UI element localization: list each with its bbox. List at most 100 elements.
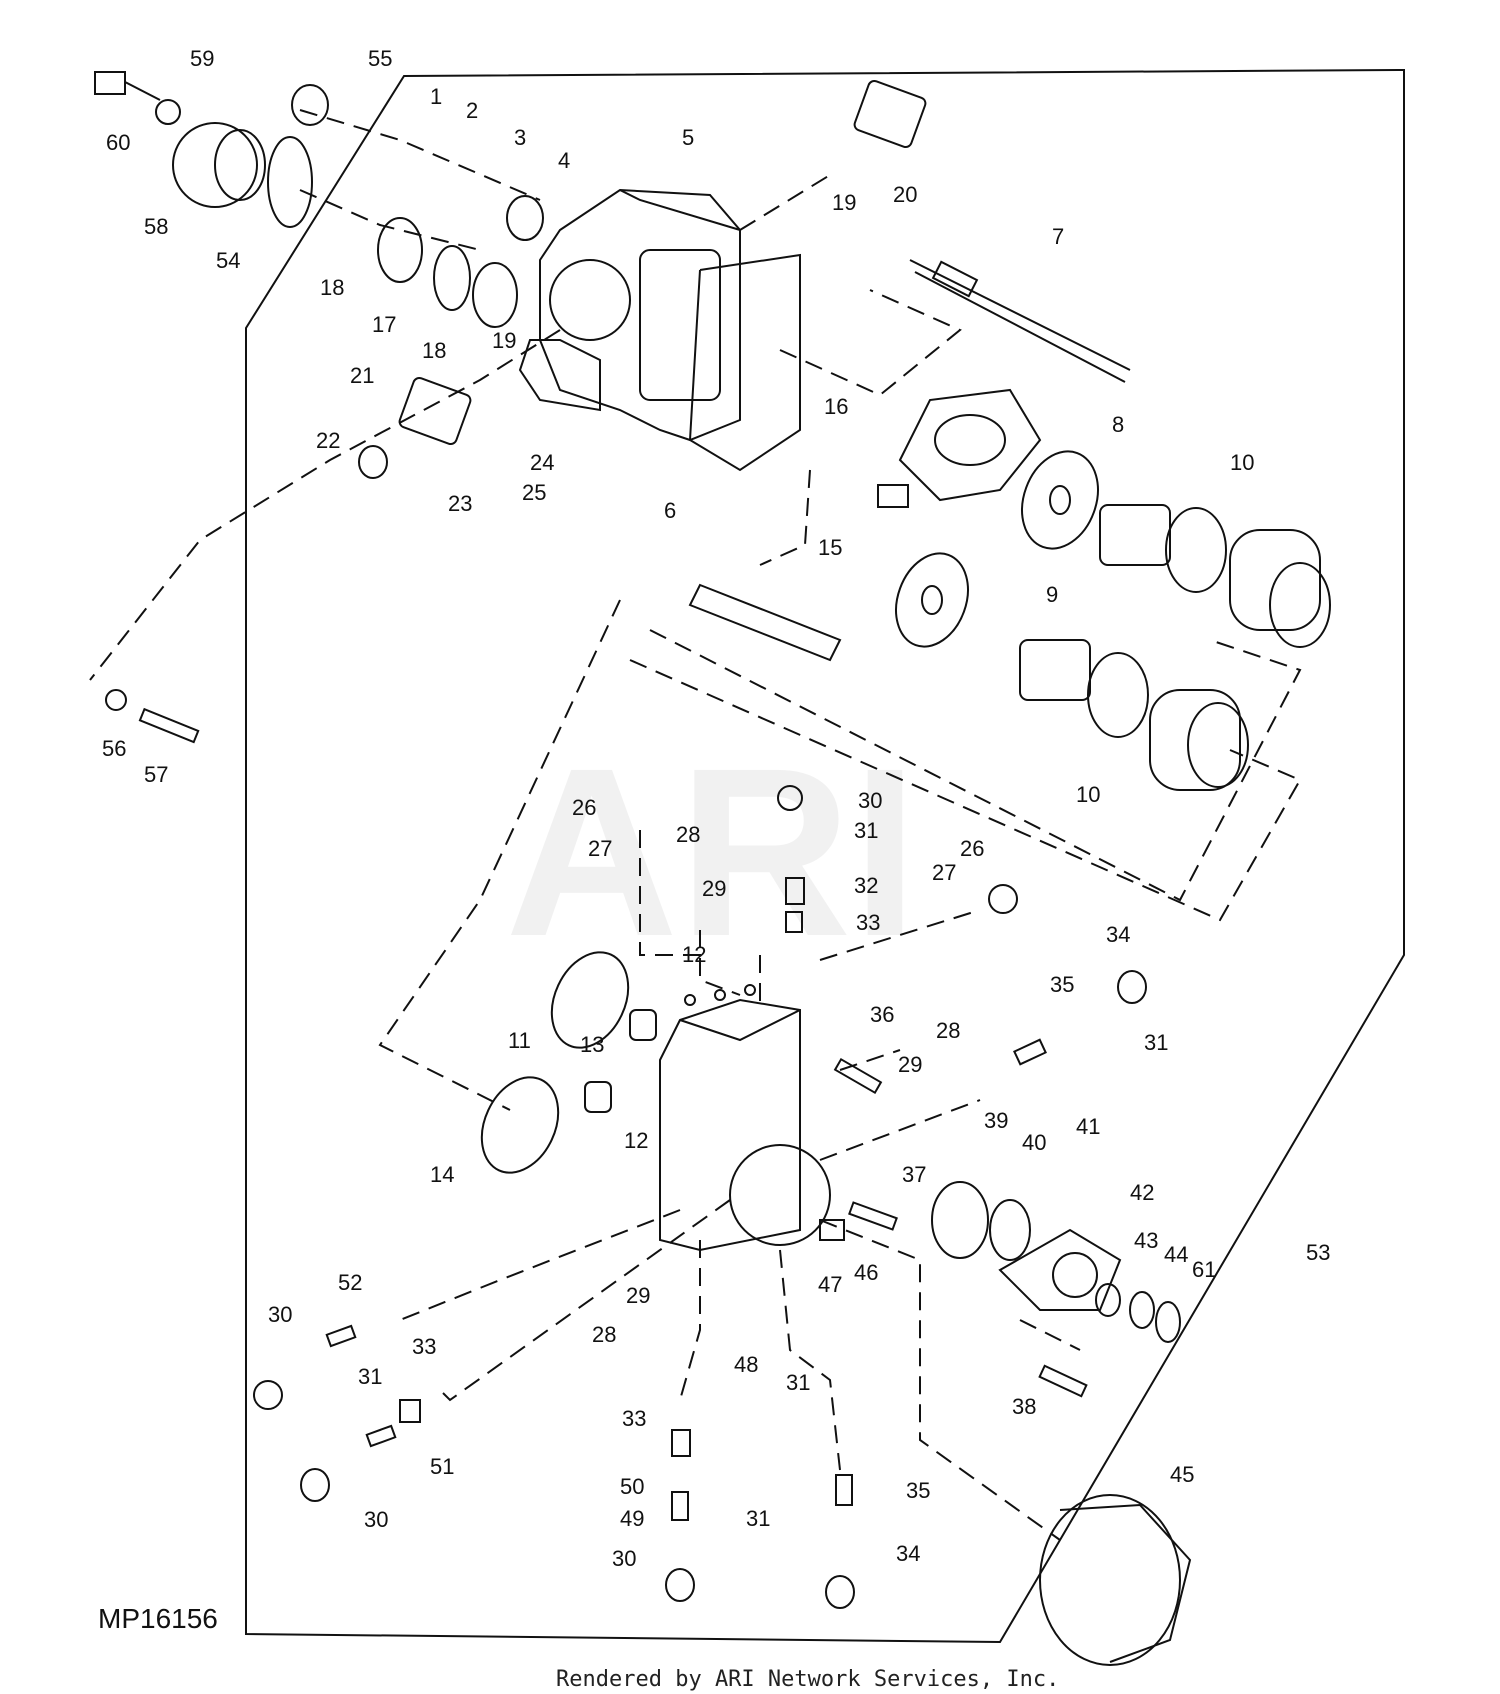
callout-56: 56 [102,736,126,761]
callout-34: 34 [896,1541,920,1566]
valve-35-bottom [835,1474,853,1506]
callout-53: 53 [1306,1240,1330,1265]
port-plate-upper [550,951,630,1049]
callout-34: 34 [1106,922,1130,947]
callout-26: 26 [960,836,984,861]
valve-35-right [1013,1038,1047,1066]
drive-gear [172,122,266,208]
plug-30-bottom [665,1568,695,1602]
bolt-shank [124,81,161,101]
callout-18: 18 [320,275,344,300]
callout-47: 47 [818,1272,842,1297]
spring-51 [365,1424,397,1448]
main-housing [518,188,741,442]
center-section [659,984,831,1252]
ball-bearing [506,195,544,241]
callout-35: 35 [1050,972,1074,997]
callout-61: 61 [1192,1257,1216,1282]
callout-12: 12 [624,1128,648,1153]
bearing-ring [433,245,471,311]
callout-35: 35 [906,1478,930,1503]
callout-4: 4 [558,148,570,173]
bolt-36 [833,1057,883,1095]
callout-38: 38 [1012,1394,1036,1419]
callout-27: 27 [932,860,956,885]
callout-43: 43 [1134,1228,1158,1253]
needle-bearing [377,217,423,283]
callout-21: 21 [350,363,374,388]
callout-29: 29 [626,1283,650,1308]
callout-18: 18 [422,338,446,363]
cover-plate-20 [853,79,927,149]
callout-13: 13 [580,1032,604,1057]
plug-34-right [1117,970,1147,1004]
gerotor [989,1199,1031,1261]
bushing-13b [584,1081,612,1113]
callout-25: 25 [522,480,546,505]
callout-60: 60 [106,130,130,155]
callout-31: 31 [746,1506,770,1531]
diagram-id: MP16156 [98,1603,218,1634]
callout-33: 33 [856,910,880,935]
callout-10: 10 [1230,450,1254,475]
bushing-13 [629,1009,657,1041]
callout-31: 31 [1144,1030,1168,1055]
washer-upper [155,99,181,125]
callout-28: 28 [936,1018,960,1043]
callout-40: 40 [1022,1130,1046,1155]
oil-seal [358,445,388,479]
bolt-57 [138,707,200,744]
callout-33: 33 [412,1334,436,1359]
callout-46: 46 [854,1260,878,1285]
callout-59: 59 [190,46,214,71]
o-ring-upper [291,84,329,126]
callout-24: 24 [530,450,554,475]
callout-30: 30 [858,788,882,813]
callout-49: 49 [620,1506,644,1531]
callout-39: 39 [984,1108,1008,1133]
callout-48: 48 [734,1352,758,1377]
bolt-37 [848,1201,898,1231]
callout-labels: 1234567891010111212131415161718181919202… [102,46,1330,1571]
callout-16: 16 [824,394,848,419]
callout-2: 2 [466,98,478,123]
rotating-group-upper [1099,504,1331,648]
plug-26 [988,884,1018,914]
plug-30-top [777,785,803,811]
shaft [909,259,1131,383]
seal-ring [267,136,313,228]
callout-45: 45 [1170,1462,1194,1487]
callout-52: 52 [338,1270,362,1295]
callout-28: 28 [676,822,700,847]
port-plate-lower [480,1076,560,1174]
bolt-38 [1038,1364,1088,1398]
spring-50 [671,1491,689,1521]
cover-plate-21 [398,376,472,446]
callout-41: 41 [1076,1114,1100,1139]
footer-credit: Rendered by ARI Network Services, Inc. [556,1667,1059,1692]
callout-8: 8 [1112,412,1124,437]
callout-31: 31 [358,1364,382,1389]
watermark-text: ARI [505,718,918,986]
callout-31: 31 [854,818,878,843]
spring-32 [785,877,805,905]
relief-valve-plug-2 [300,1468,330,1502]
needle-bearing-2 [472,262,518,328]
retaining-ring-61 [1155,1301,1181,1343]
callout-44: 44 [1164,1242,1188,1267]
callout-15: 15 [818,535,842,560]
callout-6: 6 [664,498,676,523]
callout-50: 50 [620,1474,644,1499]
callout-32: 32 [854,873,878,898]
callout-30: 30 [364,1507,388,1532]
o-ring [931,1181,989,1259]
bolt-upper-left [94,71,126,95]
callout-12: 12 [682,942,706,967]
callout-51: 51 [430,1454,454,1479]
fitting-33-left [399,1399,421,1423]
callout-55: 55 [368,46,392,71]
input-shaft [688,583,842,662]
callout-37: 37 [902,1162,926,1187]
assembly-boundary [245,68,1405,1644]
